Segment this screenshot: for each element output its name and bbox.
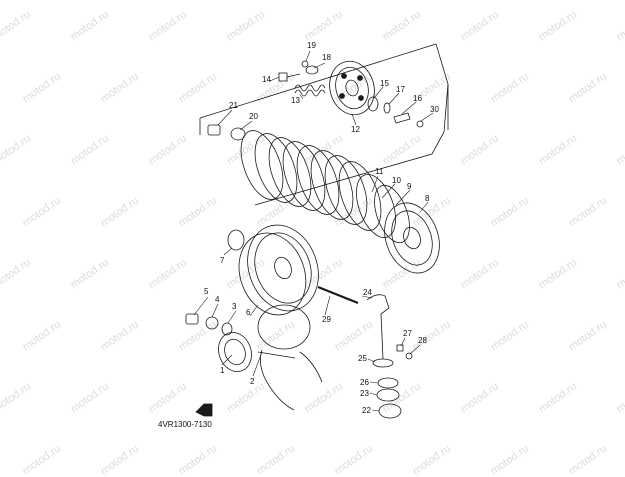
washer-26 — [377, 377, 399, 389]
callout-30: 30 — [430, 105, 439, 114]
upper-assembly-frame — [199, 43, 449, 206]
callout-28: 28 — [418, 336, 427, 345]
clutch-plate-stack — [240, 130, 382, 231]
bearing-22 — [378, 403, 402, 419]
figure-code: 4VR1300-7130 — [158, 420, 212, 429]
callout-19: 19 — [307, 41, 316, 50]
front-arrow-icon — [195, 403, 213, 417]
callout-4: 4 — [215, 295, 220, 304]
callout-13: 13 — [291, 96, 300, 105]
ball-30 — [416, 120, 424, 128]
clutch-spring — [294, 84, 326, 97]
plate-10 — [356, 174, 396, 238]
clutch-housing — [238, 224, 319, 316]
bearing-15 — [367, 96, 379, 112]
callout-1: 1 — [220, 366, 225, 375]
ring-17 — [383, 102, 391, 114]
callout-16: 16 — [413, 94, 422, 103]
callout-23: 23 — [360, 389, 369, 398]
callout-3: 3 — [232, 302, 237, 311]
callout-25: 25 — [358, 354, 367, 363]
washer-19 — [301, 60, 309, 68]
washer-18 — [305, 65, 319, 75]
callout-24: 24 — [363, 288, 372, 297]
callout-21: 21 — [229, 101, 238, 110]
pressure-plate — [329, 60, 375, 116]
callout-17: 17 — [396, 85, 405, 94]
bolt-14 — [278, 72, 301, 82]
callout-14: 14 — [262, 75, 271, 84]
callout-5: 5 — [204, 287, 209, 296]
nut-5 — [185, 313, 199, 325]
push-rod-16 — [393, 112, 411, 124]
leader-lines — [193, 50, 434, 412]
callout-29: 29 — [322, 315, 331, 324]
callout-7: 7 — [220, 256, 225, 265]
callout-22: 22 — [362, 406, 371, 415]
callout-15: 15 — [380, 79, 389, 88]
callout-10: 10 — [392, 176, 401, 185]
callout-20: 20 — [249, 112, 258, 121]
callout-26: 26 — [360, 378, 369, 387]
push-rod-29 — [317, 285, 359, 305]
callout-27: 27 — [403, 329, 412, 338]
nut-21 — [207, 124, 221, 136]
push-lever-24 — [366, 294, 390, 360]
washer-20 — [230, 127, 246, 141]
plate-9 — [374, 184, 410, 244]
callout-9: 9 — [407, 182, 412, 191]
washer-4 — [205, 316, 219, 330]
callout-6: 6 — [246, 308, 251, 317]
bearing-23 — [376, 388, 400, 402]
clutch-boss — [384, 202, 440, 274]
part-27 — [396, 344, 404, 352]
oil-seal-25 — [372, 358, 394, 368]
washer-7 — [227, 229, 245, 251]
callout-12: 12 — [351, 125, 360, 134]
callout-18: 18 — [322, 53, 331, 62]
callout-2: 2 — [250, 377, 255, 386]
callout-8: 8 — [425, 194, 430, 203]
part-28 — [405, 352, 413, 360]
washer-3 — [221, 322, 233, 336]
crankshaft — [257, 304, 323, 411]
primary-drive-gear — [218, 332, 252, 372]
callout-11: 11 — [375, 167, 384, 176]
